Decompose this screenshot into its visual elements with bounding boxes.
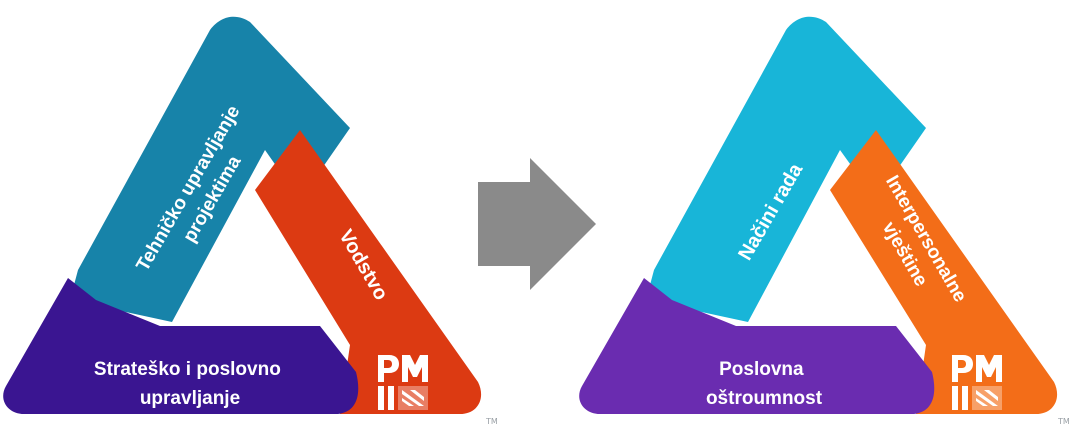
- strategic-segment: [3, 278, 359, 414]
- business-acumen-label: Poslovna oštroumnost: [706, 359, 823, 409]
- right-arrow-icon: [478, 158, 596, 290]
- ways-of-working-segment: [646, 16, 926, 322]
- strategic-label: Strateško i poslovno upravljanje: [94, 359, 286, 409]
- interpersonal-segment: [830, 130, 1058, 414]
- strategic-label-line1: Strateško i poslovno: [94, 359, 281, 380]
- technical-segment: [70, 16, 350, 322]
- business-acumen-segment: [579, 278, 935, 414]
- pmi-logo-icon: [952, 355, 1002, 410]
- leadership-segment: [255, 130, 482, 414]
- business-acumen-label-line2: oštroumnost: [706, 388, 823, 409]
- trademark-mark: TM: [485, 417, 498, 426]
- trademark-mark: TM: [1057, 417, 1070, 426]
- business-acumen-label-line1: Poslovna: [719, 359, 804, 380]
- new-talent-triangle: Načini rada Interpersonalne vještine Pos…: [579, 16, 1070, 426]
- old-talent-triangle: Tehničko upravljanje projektima Vodstvo …: [3, 16, 498, 426]
- pmi-logo-icon: [378, 355, 428, 410]
- strategic-label-line2: upravljanje: [140, 388, 240, 409]
